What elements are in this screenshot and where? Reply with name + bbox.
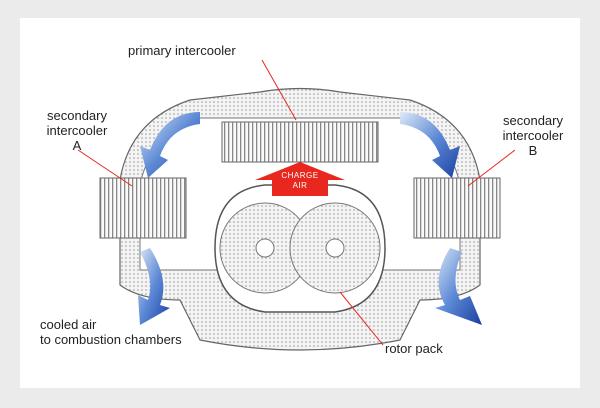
charge-text-1: CHARGE bbox=[281, 171, 319, 180]
leader-rotor bbox=[339, 291, 384, 346]
label-line: intercooler bbox=[502, 128, 564, 143]
label-line: A bbox=[72, 138, 82, 153]
rotor-right bbox=[289, 202, 381, 294]
secondary-intercooler-b bbox=[413, 177, 501, 239]
label-line: B bbox=[528, 143, 538, 158]
charge-text-2: AIR bbox=[292, 181, 308, 190]
charge-air-arrow bbox=[255, 162, 345, 196]
label-line: secondary bbox=[47, 108, 107, 123]
airflow-arrow-right-top bbox=[400, 112, 460, 178]
leader-sec-a bbox=[77, 149, 133, 187]
label-rotor-pack: rotor pack bbox=[385, 341, 443, 356]
leader-sec-b bbox=[467, 149, 516, 187]
primary-intercooler bbox=[221, 121, 379, 163]
charge-air-label: CHARGE AIR bbox=[272, 171, 328, 191]
label-secondary-intercooler-b: secondary intercooler B bbox=[488, 113, 578, 158]
label-line: cooled air bbox=[40, 317, 97, 332]
label-secondary-intercooler-a: secondary intercooler A bbox=[32, 108, 122, 153]
label-line: secondary bbox=[503, 113, 563, 128]
label-line: to combustion chambers bbox=[40, 332, 182, 347]
label-line: intercooler bbox=[46, 123, 108, 138]
label-cooled-air: cooled air to combustion chambers bbox=[40, 317, 182, 347]
airflow-arrow-left-top bbox=[140, 112, 200, 178]
airflow-arrow-right-bottom bbox=[435, 248, 482, 325]
leader-primary bbox=[261, 59, 297, 121]
airflow-arrow-left-bottom bbox=[138, 248, 170, 325]
secondary-intercooler-a bbox=[99, 177, 187, 239]
label-primary-intercooler: primary intercooler bbox=[128, 43, 236, 58]
